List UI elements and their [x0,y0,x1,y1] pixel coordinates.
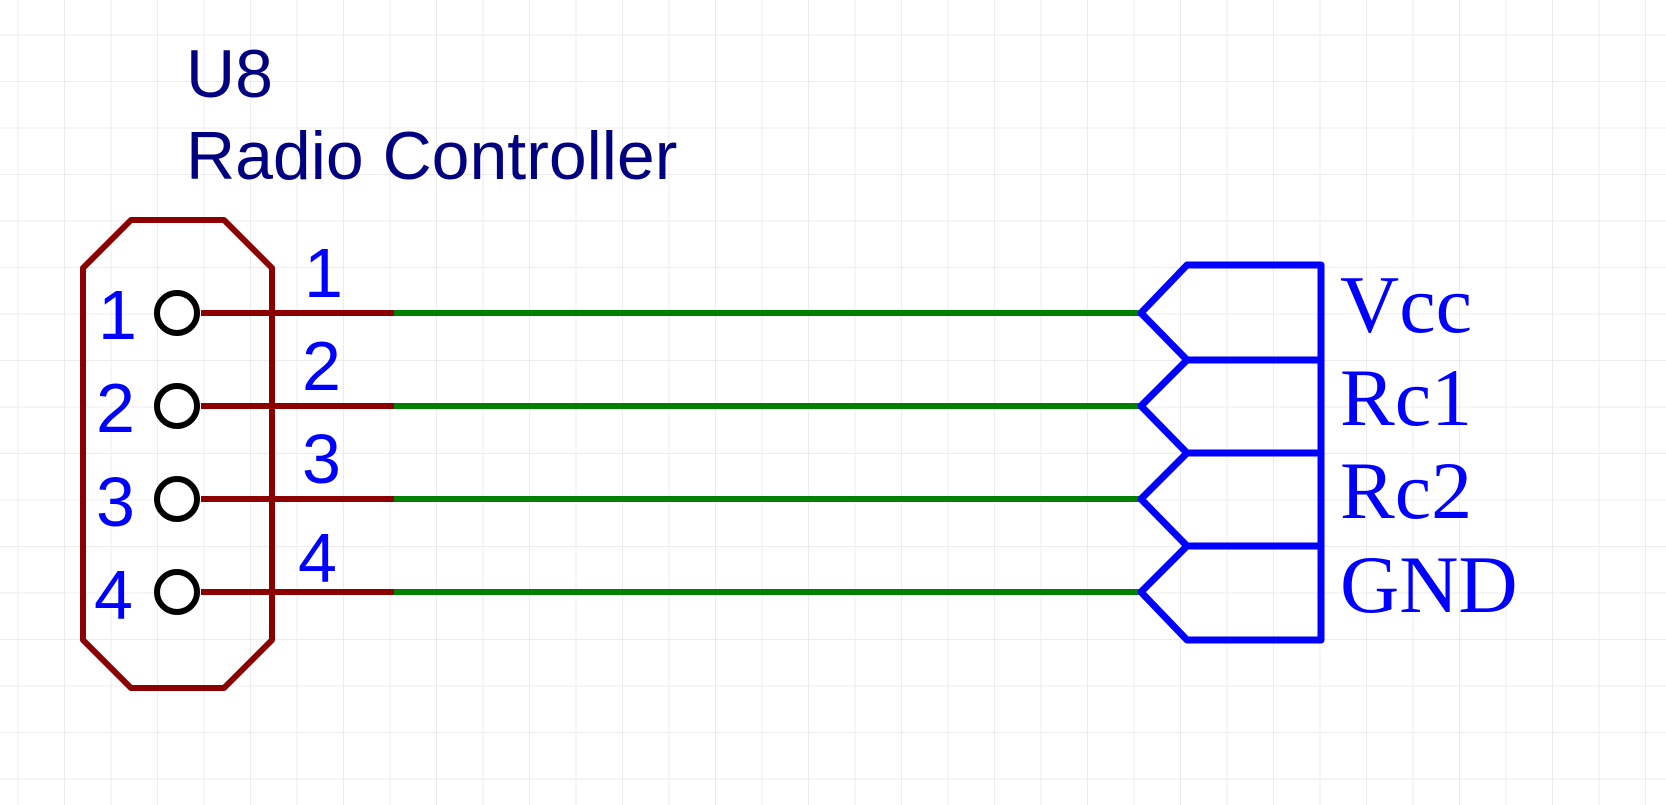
net-port-outline [1137,261,1325,644]
net-label-rc2: Rc2 [1340,445,1472,536]
pin-1-label: 1 [304,234,343,312]
pin-3-number: 3 [96,463,135,541]
pin-2-circle [154,383,200,429]
connector-body [80,217,275,691]
pin-4-label: 4 [298,519,337,597]
pin-4-number: 4 [94,556,133,634]
net-label-vcc: Vcc [1340,259,1472,350]
net-label-gnd: GND [1340,539,1518,630]
pin-3-circle [154,476,200,522]
pin-2-number: 2 [96,369,135,447]
pin-4-circle [154,569,200,615]
component-value: Radio Controller [186,118,677,194]
pin-1-circle [154,290,200,336]
net-label-rc1: Rc1 [1340,352,1472,443]
pin-3: 3 3 [96,420,394,541]
pin-1: 1 1 [98,234,394,354]
pin-4: 4 4 [94,519,394,634]
pin-2: 2 2 [96,327,394,447]
pin-3-label: 3 [302,420,341,498]
pin-1-number: 1 [98,276,137,354]
pin-2-label: 2 [302,327,341,405]
component-designator: U8 [186,36,273,112]
